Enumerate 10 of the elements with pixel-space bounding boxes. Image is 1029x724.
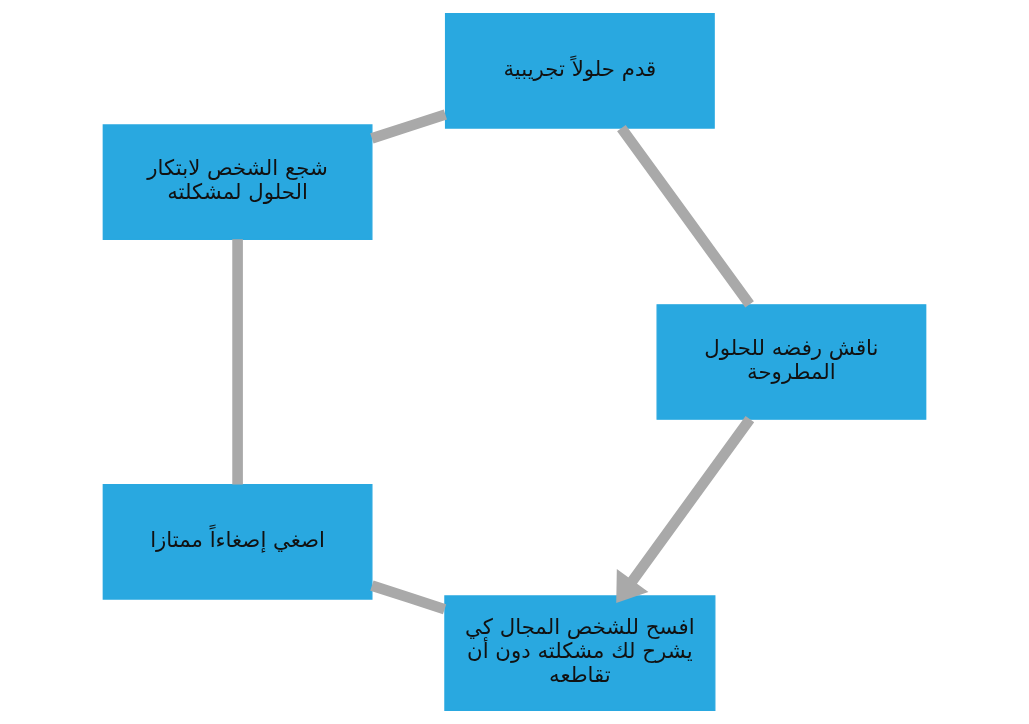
node-box: ناقش رفضه للحلول المطروحة	[656, 304, 927, 420]
connector	[617, 124, 754, 308]
node-box: قدم حلولاً تجريبية	[444, 13, 715, 129]
connector	[370, 109, 448, 144]
node-box: شجع الشخص لابتكار الحلول لمشكلته	[102, 124, 373, 240]
node-box: اصغي إصغاءاً ممتازا	[102, 484, 373, 600]
arrow	[616, 416, 755, 604]
node-box: افسح للشخص المجال كي يشرح لك مشكلته دون أن تقاطعه	[444, 595, 716, 711]
connector	[370, 580, 447, 615]
connector	[232, 239, 243, 485]
